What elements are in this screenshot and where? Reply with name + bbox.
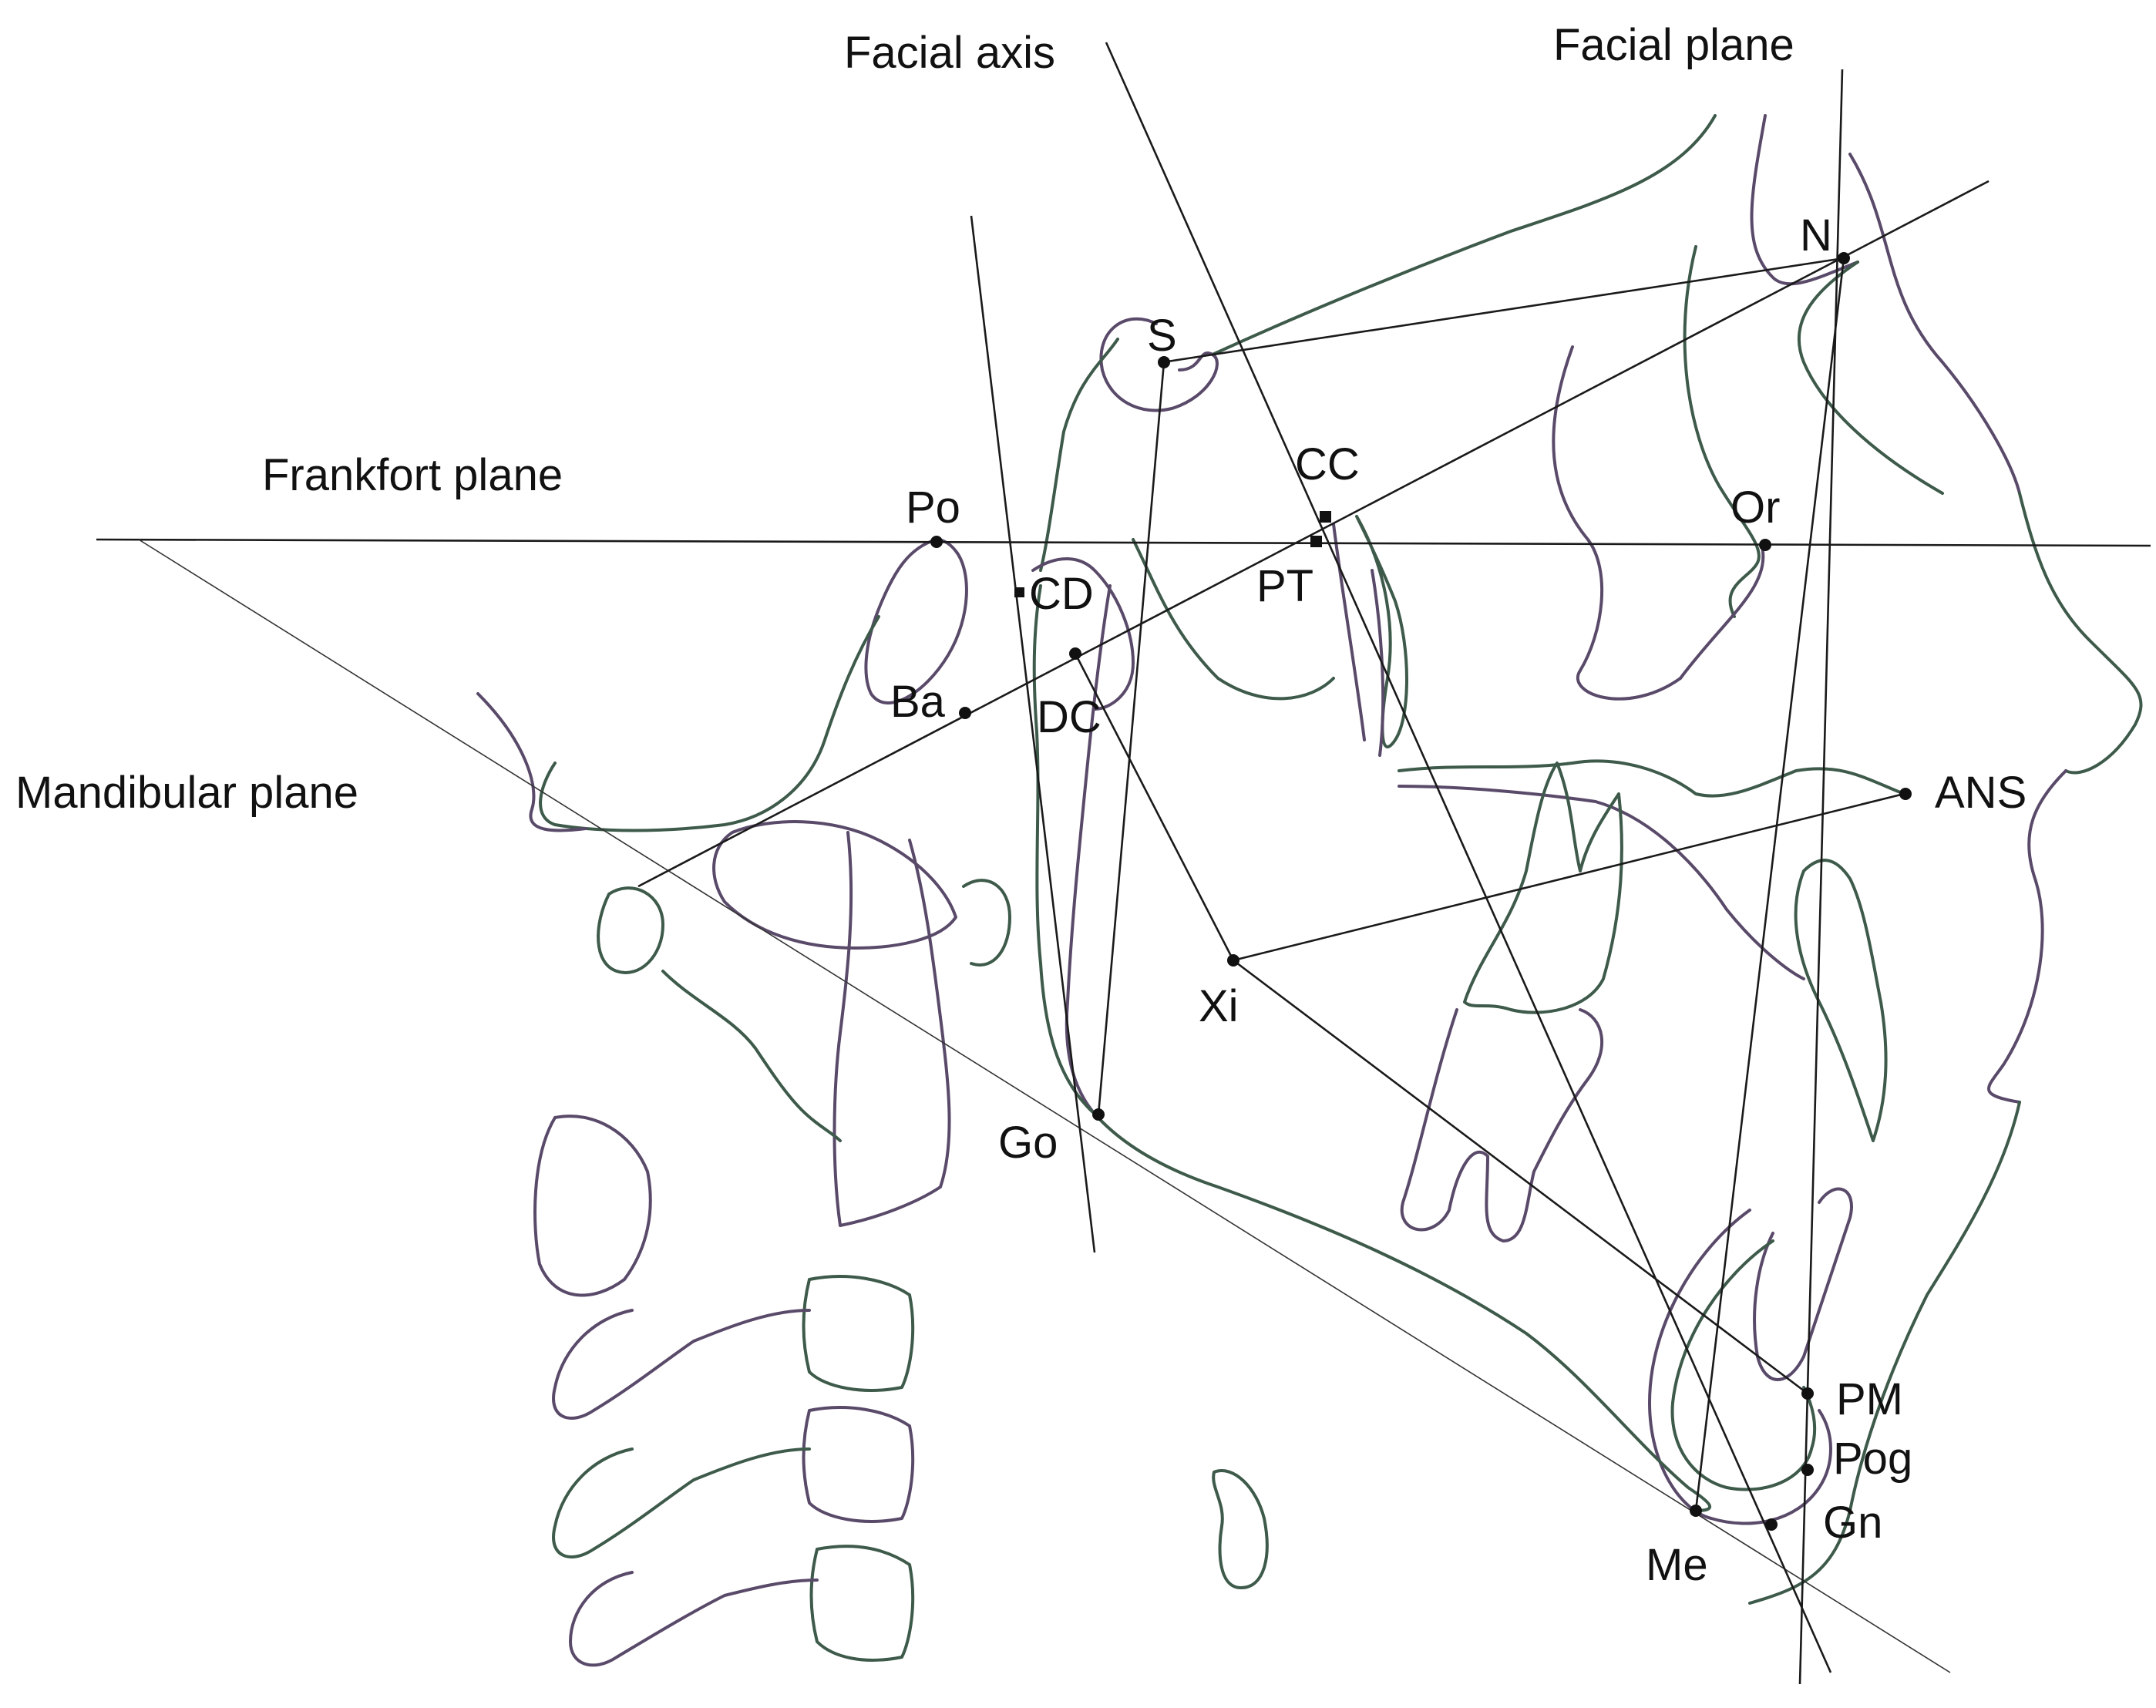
axis-dens — [832, 831, 951, 1227]
c4-process — [552, 1309, 811, 1420]
upper-incisor — [1794, 859, 1888, 1142]
ramus-posterior — [1032, 584, 1096, 1115]
pterygoid-plate — [1332, 523, 1385, 757]
lower-incisor — [1753, 1187, 1853, 1381]
xi-ans-line — [1233, 792, 1905, 962]
label-frankfort-plane: Frankfort plane — [262, 450, 563, 500]
landmark-points — [930, 252, 1912, 1531]
c5-process — [552, 1447, 811, 1558]
label-facial-axis: Facial axis — [844, 28, 1055, 78]
labels: Facial axis Facial plane Frankfort plane… — [15, 20, 2027, 1590]
point-pog — [1801, 1464, 1814, 1476]
reference-lines — [96, 42, 2151, 1685]
coronoid — [1132, 538, 1335, 701]
upper-molar — [1463, 762, 1623, 1014]
label-cc: CC — [1295, 439, 1360, 489]
mandible-lower-border — [1093, 1112, 1712, 1512]
c6-body — [809, 1545, 915, 1662]
palatal-lower — [1398, 785, 1805, 980]
point-s — [1158, 356, 1170, 368]
label-go: Go — [998, 1118, 1058, 1168]
basion-nasion-line — [637, 180, 1990, 888]
label-gn: Gn — [1823, 1498, 1882, 1548]
label-pog: Pog — [1833, 1434, 1912, 1484]
sphenoid — [1039, 338, 1119, 572]
dc-xi-line — [1074, 653, 1235, 961]
point-pm — [1801, 1387, 1814, 1400]
label-dc: DC — [1037, 692, 1102, 742]
occipital — [476, 692, 587, 832]
atlas-posterior — [962, 879, 1011, 967]
sella-outline — [1099, 317, 1219, 412]
orbit-inner — [1683, 245, 1761, 618]
sella-nasion-line — [1162, 257, 1845, 364]
symphysis-inner — [1670, 1239, 1817, 1491]
lower-molar — [1400, 1008, 1604, 1242]
label-s: S — [1147, 311, 1177, 361]
label-ba: Ba — [890, 677, 946, 727]
c6-process — [569, 1571, 819, 1667]
label-cd: CD — [1029, 569, 1094, 619]
label-or: Or — [1731, 482, 1780, 533]
label-pt: PT — [1256, 561, 1313, 611]
mastoid — [539, 615, 880, 832]
c4-body — [802, 1275, 915, 1392]
nasal-profile — [1848, 153, 2021, 495]
pterygoid-fissure — [1355, 515, 1408, 748]
label-po: Po — [906, 482, 960, 533]
point-xi — [1227, 954, 1239, 967]
point-n — [1838, 252, 1850, 264]
mandible-ramus — [1065, 584, 1112, 1115]
hyoid — [1212, 1469, 1269, 1589]
soft-tissue-nose — [2018, 492, 2143, 775]
label-me: Me — [1646, 1540, 1708, 1590]
point-or — [1759, 539, 1771, 551]
condyle — [1031, 557, 1135, 711]
c3-body — [533, 1115, 652, 1297]
atlas-anterior — [597, 886, 664, 974]
me-n-line — [1694, 257, 1845, 1511]
frankfort-plane-line — [96, 538, 2151, 547]
nasal-bone — [1797, 261, 1944, 495]
ear-rod — [864, 538, 968, 704]
frontal-bone — [1750, 114, 1859, 286]
facial-axis-line — [1105, 42, 1832, 1673]
point-po — [930, 536, 943, 548]
anatomical-tracing — [476, 114, 2143, 1667]
label-xi: Xi — [1199, 981, 1239, 1031]
c5-body — [802, 1406, 915, 1523]
orbit-outline — [1552, 345, 1682, 701]
axis-spinous — [661, 970, 842, 1142]
palatal-outline — [1398, 759, 1905, 798]
sella-gonion-line — [1097, 361, 1165, 1115]
xi-pm-line — [1233, 959, 1808, 1395]
point-gn — [1765, 1518, 1778, 1531]
cranial-outline — [1211, 114, 1717, 356]
label-n: N — [1800, 210, 1832, 261]
point-go — [1092, 1108, 1105, 1121]
label-ans: ANS — [1935, 768, 2027, 818]
soft-tissue-chin — [1748, 1101, 2021, 1605]
posterior-ramus-line — [970, 215, 1096, 1253]
point-pt — [1310, 536, 1322, 547]
point-ba — [959, 707, 971, 719]
mandibular-plane-line — [138, 539, 1951, 1673]
label-mandibular-plane: Mandibular plane — [15, 768, 358, 818]
orbit-floor — [1679, 542, 1765, 680]
soft-tissue-lip — [1987, 769, 2067, 1104]
point-dc — [1069, 647, 1081, 660]
atlas-body — [712, 820, 957, 950]
label-facial-plane: Facial plane — [1553, 20, 1794, 70]
point-cd — [1014, 587, 1024, 597]
point-ans — [1899, 788, 1912, 800]
label-pm: PM — [1836, 1374, 1903, 1424]
point-me — [1690, 1505, 1702, 1517]
point-cc — [1320, 511, 1331, 523]
